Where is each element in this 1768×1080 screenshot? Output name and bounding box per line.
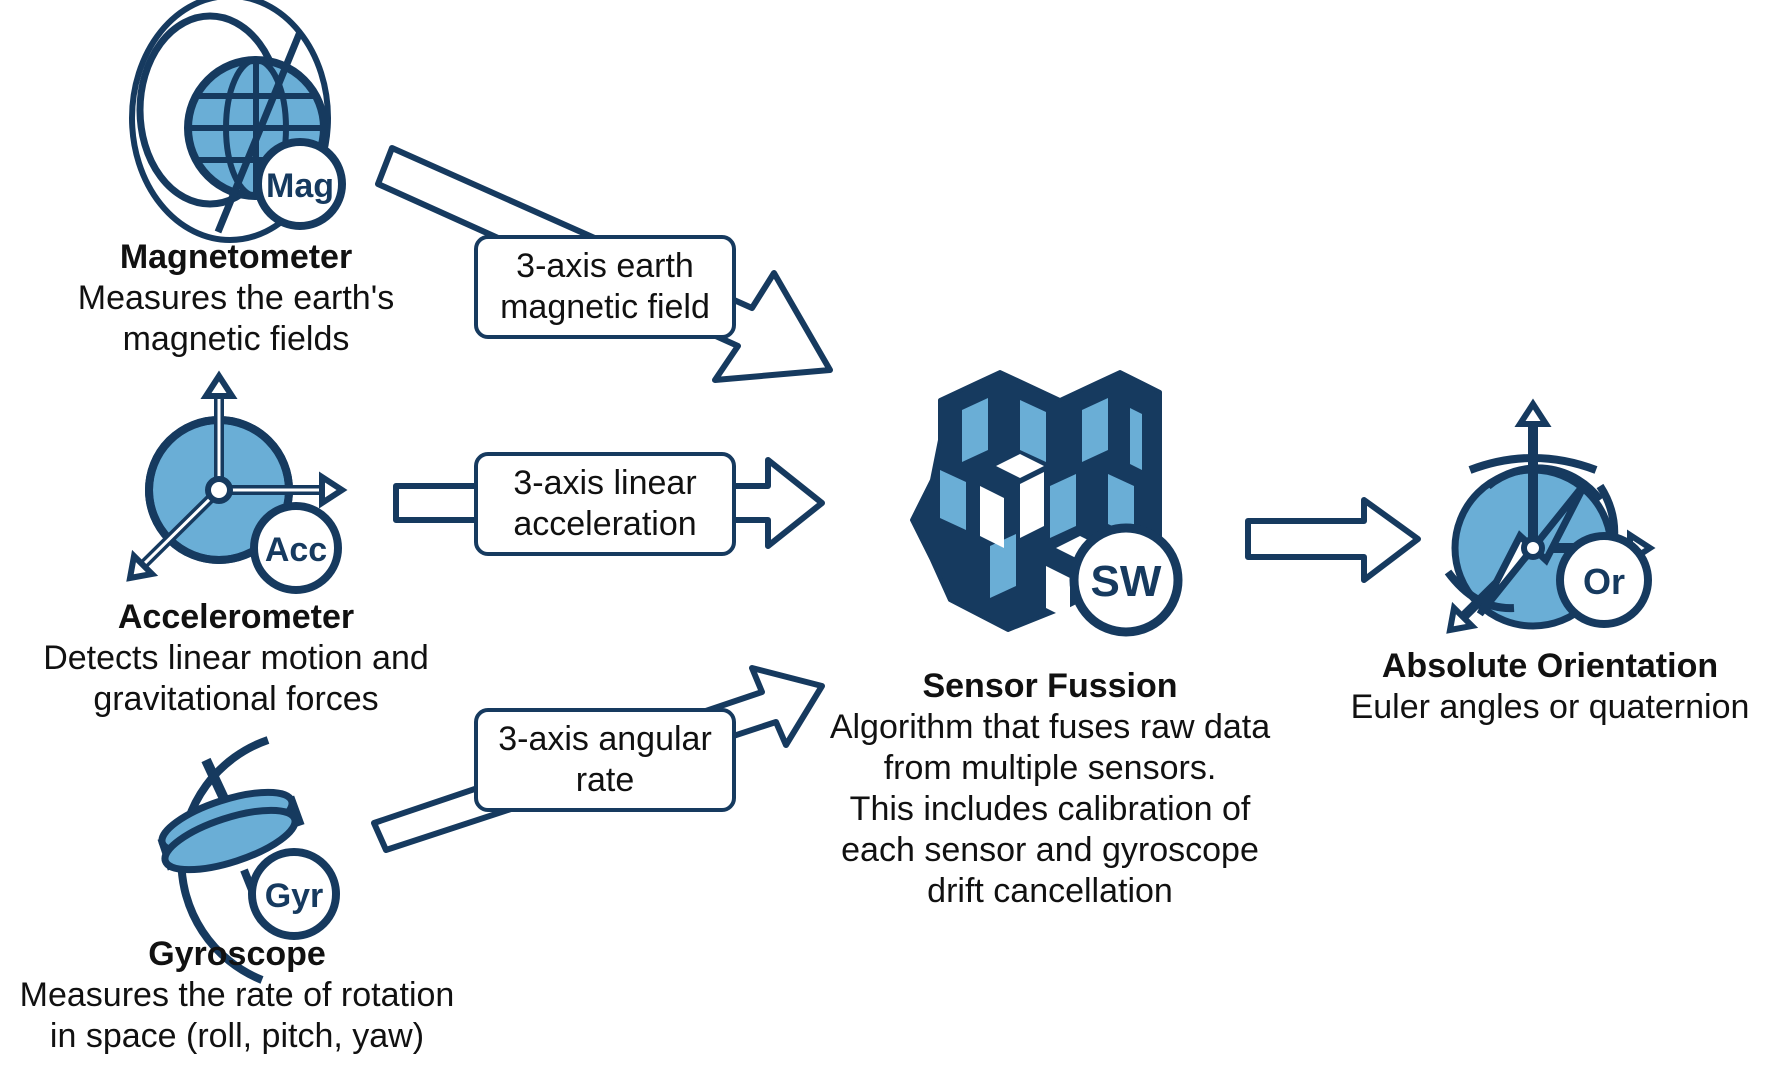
arrow-fusion-to-orientation [1245,497,1421,583]
magnetometer-desc-line2: magnetic fields [122,320,350,358]
gyroscope-desc-line2: in space (roll, pitch, yaw) [49,1017,425,1055]
sw-badge: SW [1069,523,1183,637]
edge-label-magnetic-line1: 3-axis earth [516,247,694,285]
acc-badge-text: Acc [265,531,327,569]
orientation-label: Absolute Orientation Euler angles or qua… [1340,646,1760,728]
orientation-title: Absolute Orientation [1381,647,1719,685]
fusion-desc-line5: drift cancellation [927,872,1173,910]
sw-badge-text: SW [1091,557,1162,606]
axes-arrowheads [126,370,348,582]
gyr-badge-text: Gyr [265,877,324,915]
accelerometer-label: Accelerometer Detects linear motion and … [16,597,456,720]
edge-label-angular-line2: rate [575,761,635,799]
edge-label-linear-line1: 3-axis linear [513,464,697,502]
accelerometer-desc-line1: Detects linear motion and [43,639,429,677]
gyroscope-label: Gyroscope Measures the rate of rotation … [6,934,468,1057]
edge-label-linear: 3-axis linear acceleration [474,452,736,556]
edge-label-magnetic-line2: magnetic field [500,288,710,326]
magnetometer-label: Magnetometer Measures the earth's magnet… [36,237,436,360]
or-badge: Or [1556,532,1652,628]
edge-label-magnetic: 3-axis earth magnetic field [474,235,736,339]
edge-label-angular-line1: 3-axis angular [498,720,712,758]
magnetometer-title: Magnetometer [119,238,353,276]
mag-badge-text: Mag [266,167,334,205]
accelerometer-title: Accelerometer [117,598,355,636]
orientation-desc: Euler angles or quaternion [1350,688,1750,726]
or-badge-text: Or [1583,561,1625,602]
gyroscope-icon [157,736,305,984]
magnetometer-desc-line1: Measures the earth's [77,279,395,317]
fusion-desc-line2: from multiple sensors. [883,749,1217,787]
gyroscope-desc-line1: Measures the rate of rotation [19,976,455,1014]
mag-badge: Mag [254,138,346,230]
fusion-label: Sensor Fussion Algorithm that fuses raw … [800,666,1300,912]
globe-icon [129,0,331,243]
accelerometer-desc-line2: gravitational forces [93,680,379,718]
fusion-desc-line3: This includes calibration of [849,790,1251,828]
gyr-badge: Gyr [248,848,340,940]
acc-badge: Acc [250,502,342,594]
fusion-desc-line1: Algorithm that fuses raw data [829,708,1271,746]
fusion-desc-line4: each sensor and gyroscope [841,831,1259,869]
edge-label-linear-line2: acceleration [513,505,697,543]
edge-label-angular: 3-axis angular rate [474,708,736,812]
gyroscope-title: Gyroscope [148,935,326,973]
fusion-title: Sensor Fussion [922,667,1178,705]
